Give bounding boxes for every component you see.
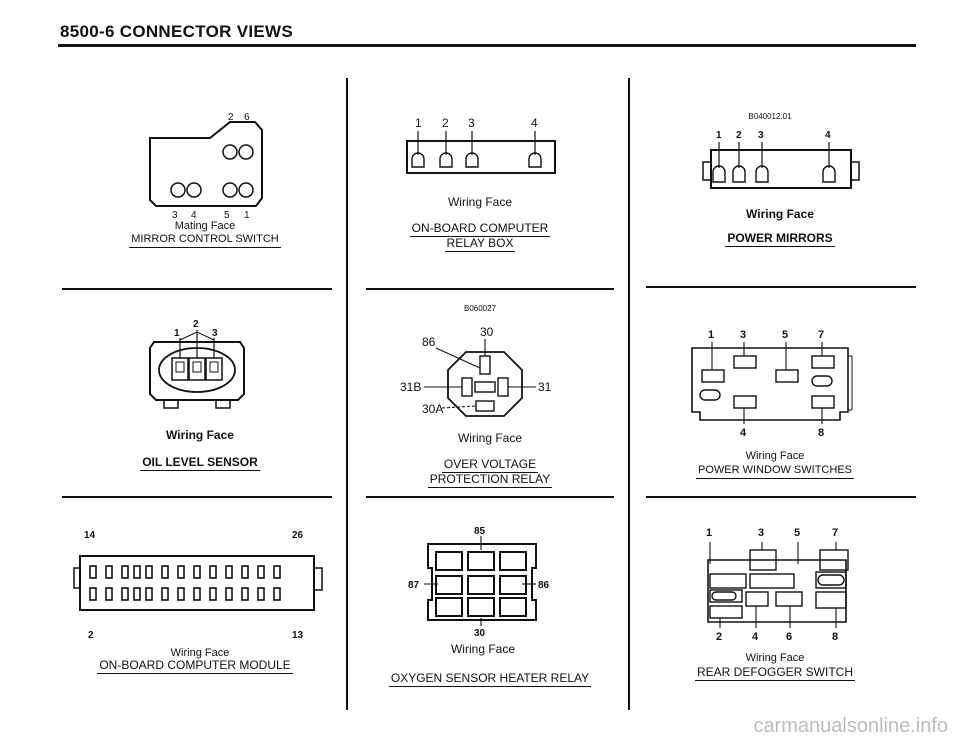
pin-label: 1 bbox=[716, 130, 722, 141]
pin-label: 2 bbox=[193, 319, 199, 330]
row-divider bbox=[62, 288, 332, 290]
pin-label: 86 bbox=[538, 580, 550, 591]
over-voltage-relay-diagram: 30 86 31B 31 30A bbox=[400, 325, 552, 417]
pin-label: 7 bbox=[818, 329, 824, 341]
pin-label: 1 bbox=[244, 210, 250, 221]
connector-face-label: Wiring Face bbox=[447, 195, 512, 209]
pin-label: 2 bbox=[736, 130, 742, 141]
figure-reference: B040012.01 bbox=[748, 112, 792, 121]
connector-face-label: Wiring Face bbox=[450, 642, 515, 656]
pin-label: 6 bbox=[786, 631, 792, 643]
pin-label: 26 bbox=[292, 530, 304, 541]
page-title: 8500-6 CONNECTOR VIEWS bbox=[60, 22, 294, 41]
oil-level-sensor-diagram: 1 2 3 bbox=[149, 319, 245, 409]
connector-name: OVER VOLTAGE PROTECTION RELAY bbox=[427, 457, 553, 488]
power-window-switches-diagram: 1 3 5 7 4 8 bbox=[691, 329, 853, 439]
pin-label: 7 bbox=[832, 527, 838, 539]
pin-label: 5 bbox=[782, 329, 788, 341]
connector-name: MIRROR CONTROL SWITCH bbox=[110, 233, 300, 248]
watermark: carmanualsonline.info bbox=[753, 715, 948, 737]
pin-label: 4 bbox=[191, 210, 197, 221]
connector-name: ON-BOARD COMPUTER RELAY BOX bbox=[409, 221, 551, 252]
pin-label: 2 bbox=[442, 116, 449, 130]
connector-face-label: Wiring Face bbox=[166, 428, 234, 442]
pin-label: 31 bbox=[538, 380, 552, 394]
pin-label: 87 bbox=[408, 580, 420, 591]
pin-label: 8 bbox=[818, 427, 824, 439]
pin-label: 3 bbox=[212, 328, 218, 339]
pin-label: 2 bbox=[716, 631, 722, 643]
figure-reference: B060027 bbox=[463, 304, 497, 313]
pin-label: 31B bbox=[400, 380, 421, 394]
column-divider-right bbox=[628, 78, 630, 710]
pin-label: 1 bbox=[708, 329, 714, 341]
connector-name: ON-BOARD COMPUTER MODULE bbox=[97, 658, 293, 674]
row-divider bbox=[62, 496, 332, 498]
pin-label: 4 bbox=[531, 116, 538, 130]
pin-label: 86 bbox=[422, 335, 436, 349]
pin-label: 13 bbox=[292, 630, 304, 641]
pin-label: 14 bbox=[84, 530, 96, 541]
connector-face-label: Mating Face bbox=[174, 220, 236, 232]
pin-label: 8 bbox=[832, 631, 838, 643]
onboard-computer-module-diagram: 14 26 2 13 bbox=[73, 530, 323, 641]
pin-label: 4 bbox=[752, 631, 759, 643]
pin-label: 30 bbox=[480, 325, 494, 339]
pin-label: 30A bbox=[422, 402, 443, 416]
connector-name: POWER MIRRORS bbox=[725, 231, 835, 247]
connector-name: OXYGEN SENSOR HEATER RELAY bbox=[388, 671, 592, 687]
pin-label: 5 bbox=[224, 210, 230, 221]
title-rule bbox=[58, 44, 916, 47]
mirror-control-switch-diagram: 2 6 3 4 5 1 bbox=[149, 112, 263, 221]
connector-name: POWER WINDOW SWITCHES bbox=[680, 464, 870, 479]
pin-label: 1 bbox=[415, 116, 422, 130]
connector-face-label: Wiring Face bbox=[745, 450, 805, 462]
pin-label: 1 bbox=[174, 328, 180, 339]
oxygen-sensor-heater-relay-diagram: 85 87 86 30 bbox=[408, 526, 550, 639]
pin-row-upper bbox=[89, 565, 281, 579]
connector-face-label: Wiring Face bbox=[457, 431, 522, 445]
row-divider bbox=[366, 496, 614, 498]
pin-label: 3 bbox=[758, 130, 764, 141]
pin-label: 6 bbox=[244, 112, 250, 123]
pin-label: 4 bbox=[740, 427, 747, 439]
rear-defogger-switch-diagram: 1 3 5 7 2 4 6 8 bbox=[706, 527, 849, 643]
connector-face-label: Wiring Face bbox=[745, 652, 805, 664]
pin-label: 2 bbox=[88, 630, 94, 641]
pin-label: 3 bbox=[468, 116, 475, 130]
column-divider-left bbox=[346, 78, 348, 710]
pin-label: 85 bbox=[474, 526, 486, 537]
pin-label: 1 bbox=[706, 527, 712, 539]
pin-row-lower bbox=[89, 587, 281, 601]
pin-label: 3 bbox=[758, 527, 764, 539]
pin-label: 5 bbox=[794, 527, 800, 539]
connector-name: REAR DEFOGGER SWITCH bbox=[694, 665, 855, 681]
connector-name: OIL LEVEL SENSOR bbox=[140, 455, 260, 471]
connector-face-label: Wiring Face bbox=[746, 207, 814, 221]
onboard-computer-relay-box-diagram: 1 2 3 4 bbox=[406, 116, 556, 174]
row-divider bbox=[646, 286, 916, 288]
row-divider bbox=[366, 288, 614, 290]
pin-label: 30 bbox=[474, 628, 486, 639]
pin-label: 3 bbox=[740, 329, 746, 341]
connector-face-label: Wiring Face bbox=[170, 647, 230, 659]
pin-label: 4 bbox=[825, 130, 831, 141]
pin-label: 3 bbox=[172, 210, 178, 221]
row-divider bbox=[646, 496, 916, 498]
power-mirrors-diagram: 1 2 3 4 bbox=[702, 130, 860, 189]
pin-label: 2 bbox=[228, 112, 234, 123]
